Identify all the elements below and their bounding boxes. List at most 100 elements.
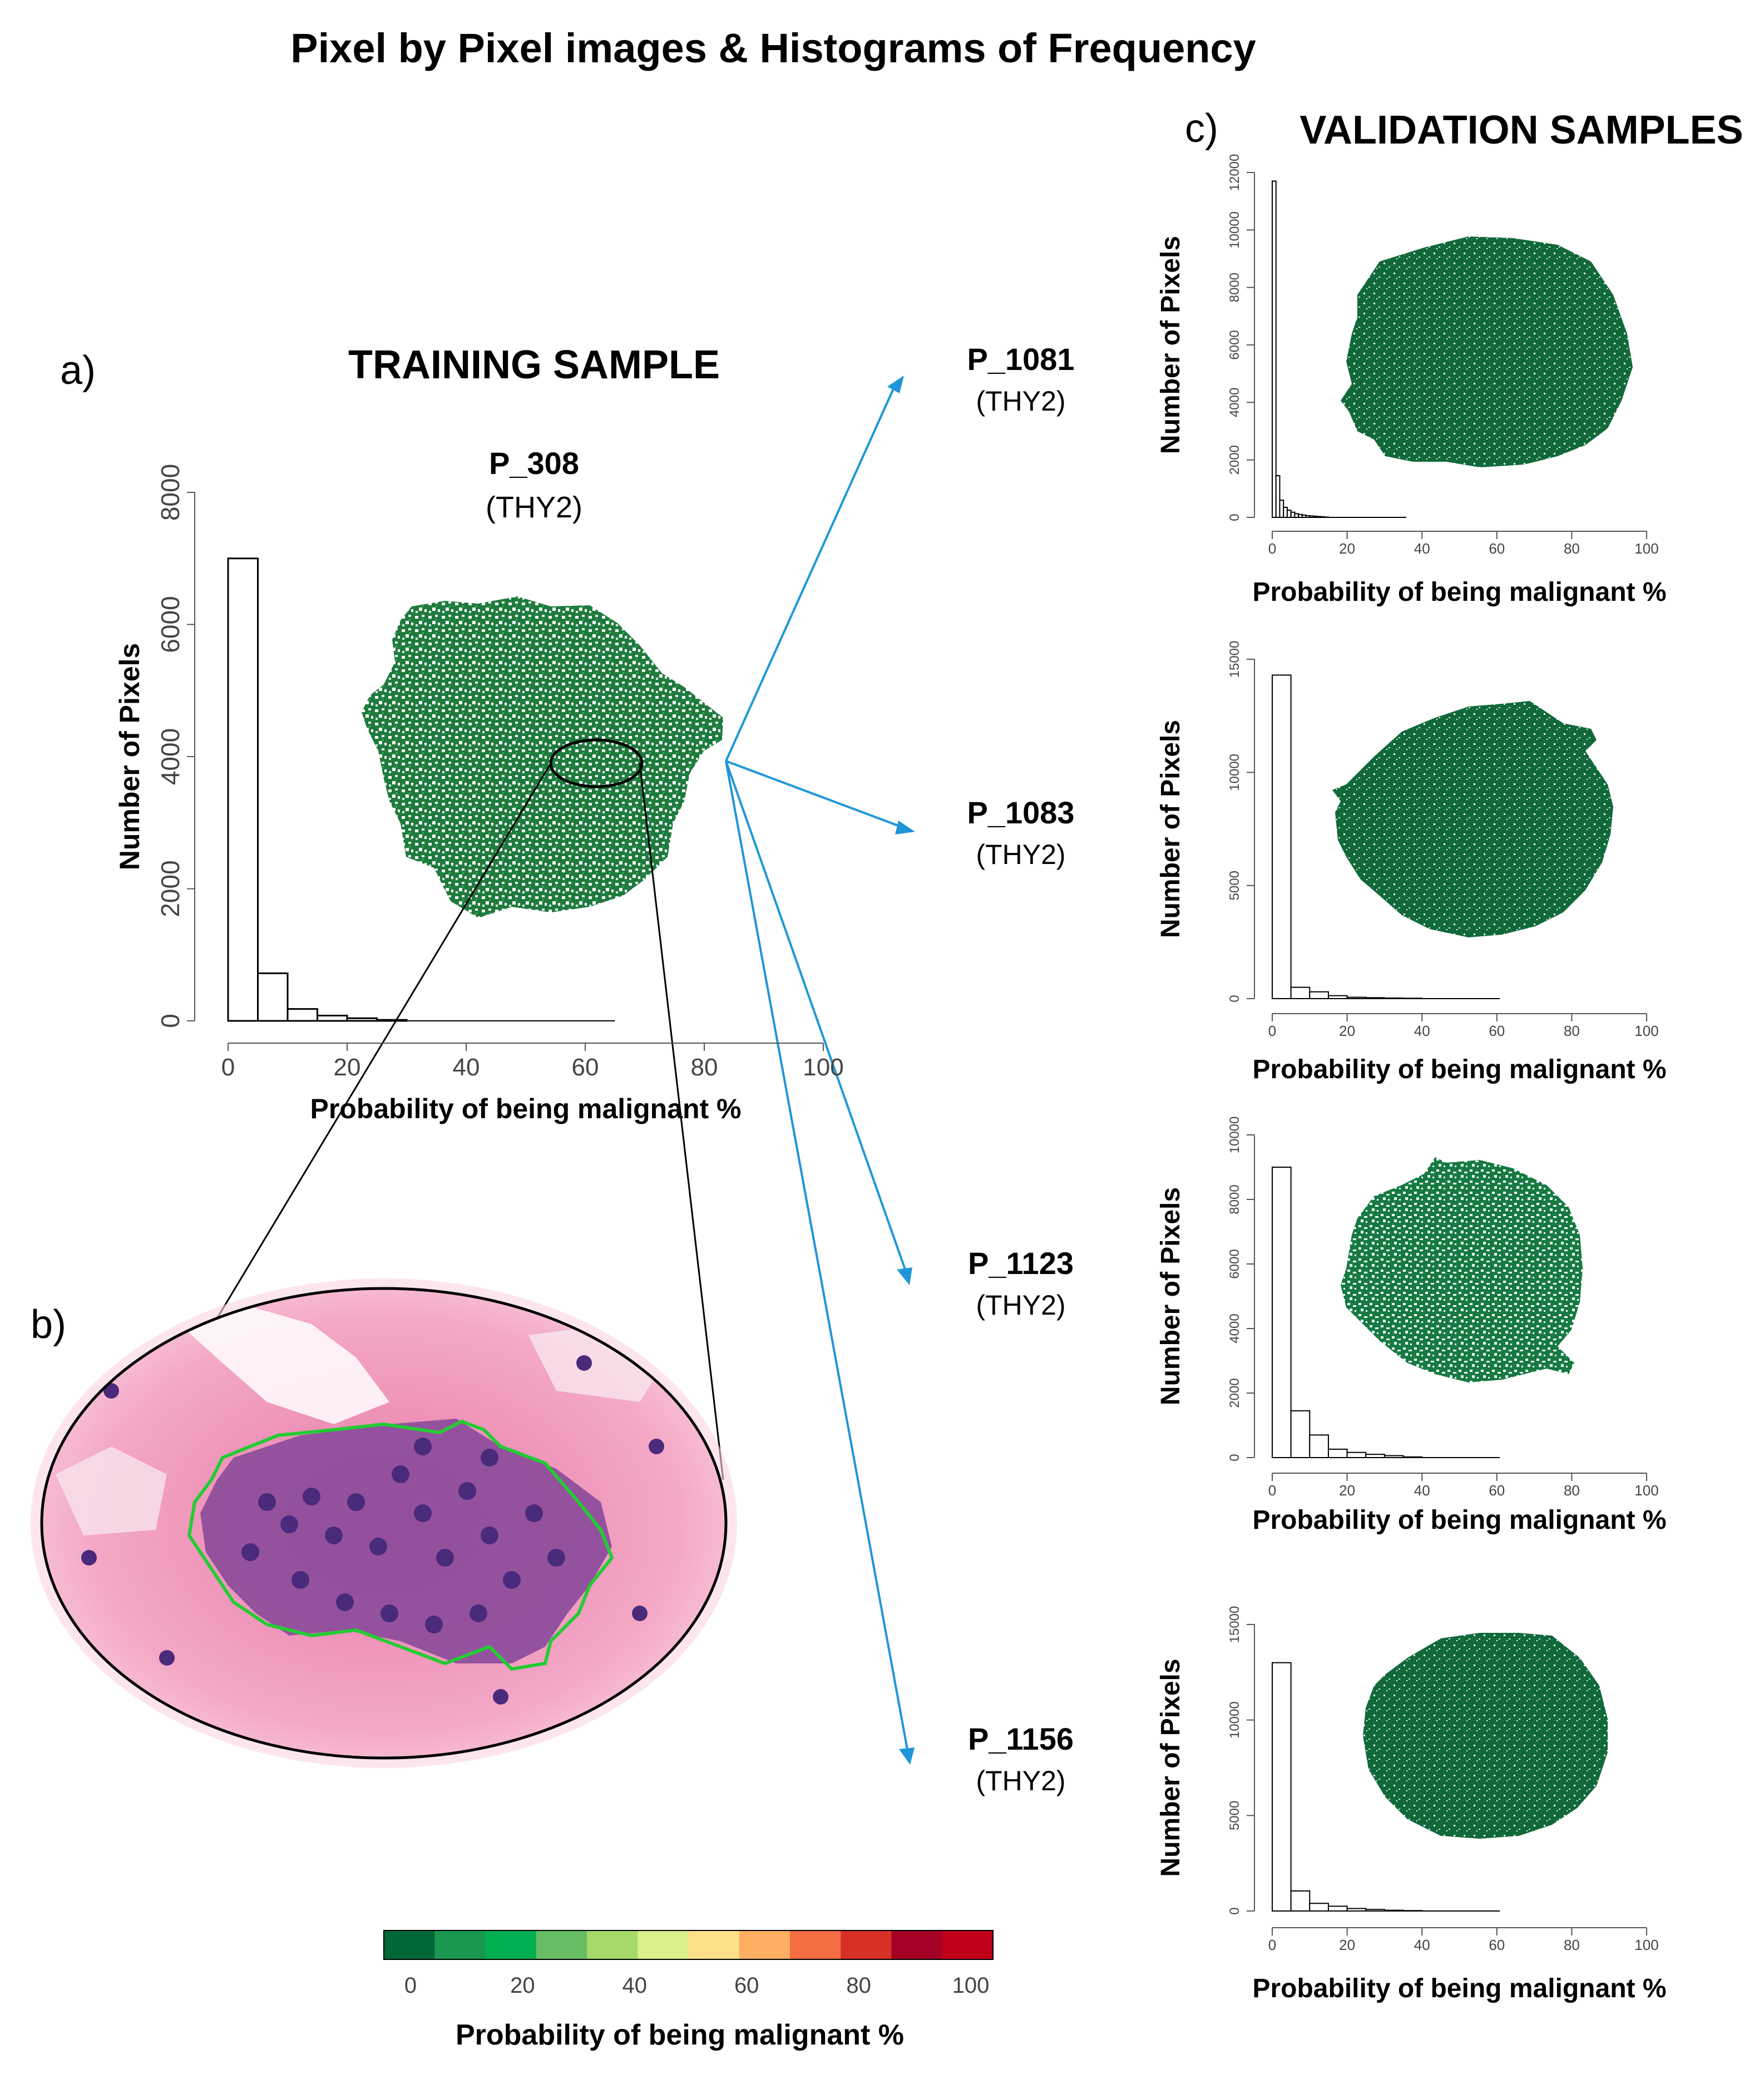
x-tick-label: 40: [1414, 1023, 1430, 1039]
panel-label-c: c): [1185, 106, 1218, 151]
pixel-map-validation-2: [1341, 1157, 1583, 1382]
colorbar-swatch: [688, 1930, 740, 1959]
validation-sample-class-3: (THY2): [976, 1765, 1065, 1796]
y-tick-label: 12000: [1227, 154, 1242, 191]
x-tick-label: 20: [1339, 540, 1355, 557]
x-tick-label: 80: [1564, 1482, 1580, 1499]
y-tick-label: 6000: [1227, 330, 1242, 359]
colorbar-label: Probability of being malignant %: [456, 2019, 904, 2051]
panel-label-a: a): [60, 348, 96, 393]
histogram-bar: [1272, 180, 1277, 518]
colorbar-tick-label: 80: [846, 1973, 871, 1998]
validation-sample-id-2: P_1123: [968, 1246, 1074, 1281]
y-tick-label: 0: [1227, 1454, 1242, 1461]
histogram-bar: [1272, 1662, 1292, 1912]
zoom-connector-left: [216, 763, 552, 1319]
x-axis-label: Probability of being malignant %: [310, 1093, 741, 1124]
y-axis-label: Number of Pixels: [1156, 1187, 1185, 1405]
x-axis-label: Probability of being malignant %: [1252, 1505, 1666, 1535]
histogram-bar: [1290, 986, 1311, 999]
cytology-image: [31, 1278, 737, 1768]
x-tick-label: 60: [1489, 1937, 1505, 1953]
x-tick-label: 0: [1268, 1482, 1276, 1499]
colorbar-tick-label: 60: [734, 1973, 759, 1998]
y-tick-label: 4000: [1227, 1313, 1242, 1343]
x-tick-label: 0: [221, 1054, 235, 1081]
x-tick-label: 100: [1634, 1482, 1658, 1499]
x-tick-label: 20: [1339, 1023, 1355, 1039]
validation-sample-class-1: (THY2): [976, 839, 1065, 870]
x-tick-label: 80: [1564, 1937, 1580, 1953]
y-tick-label: 6000: [1227, 1249, 1242, 1278]
pixel-map-validation-1: [1332, 701, 1613, 937]
y-axis-label: Number of Pixels: [114, 643, 145, 870]
y-tick-label: 0: [156, 1014, 185, 1028]
colorbar-tick-label: 0: [404, 1973, 417, 1998]
x-tick-label: 20: [334, 1054, 361, 1081]
y-axis-label: Number of Pixels: [1156, 720, 1185, 938]
validation-sample-class-0: (THY2): [976, 386, 1065, 417]
histogram-bar: [1279, 500, 1284, 518]
figure-title: Pixel by Pixel images & Histograms of Fr…: [290, 25, 1256, 71]
colorbar-swatch: [384, 1930, 435, 1959]
x-axis-label: Probability of being malignant %: [1252, 1974, 1666, 2003]
histogram-bar: [1309, 1434, 1329, 1458]
colorbar-swatch: [841, 1930, 892, 1959]
x-tick-label: 20: [1339, 1482, 1355, 1499]
pixel-map-training: [362, 596, 723, 918]
x-tick-label: 80: [1564, 540, 1580, 557]
x-tick-label: 0: [1268, 1023, 1276, 1039]
y-tick-label: 6000: [156, 596, 185, 653]
validation-title: VALIDATION SAMPLES: [1299, 108, 1743, 152]
y-tick-label: 8000: [156, 464, 185, 521]
colorbar-tick-label: 100: [952, 1973, 990, 1998]
y-tick-label: 8000: [1227, 273, 1242, 302]
histogram-bar: [1309, 1903, 1329, 1912]
histogram-bar: [1286, 510, 1292, 518]
histogram-bar: [1272, 1167, 1292, 1458]
y-tick-label: 0: [1227, 995, 1242, 1002]
validation-sample-labels: P_1081 (THY2) P_1083 (THY2) P_1123 (THY2…: [967, 342, 1074, 1796]
y-tick-label: 8000: [1227, 1184, 1242, 1214]
y-tick-label: 15000: [1227, 641, 1242, 678]
x-tick-label: 40: [453, 1054, 480, 1081]
y-tick-label: 0: [1227, 1907, 1242, 1914]
training-title: TRAINING SAMPLE: [348, 343, 720, 387]
x-tick-label: 60: [1489, 540, 1505, 557]
validation-sample-id-3: P_1156: [968, 1721, 1074, 1756]
histogram-bar: [1309, 991, 1329, 1000]
colorbar-swatch: [891, 1930, 943, 1959]
histogram-bar: [257, 972, 289, 1022]
y-tick-label: 10000: [1227, 754, 1242, 791]
histogram-bar: [1327, 1448, 1348, 1458]
x-tick-label: 20: [1339, 1937, 1355, 1953]
x-tick-label: 100: [803, 1054, 843, 1081]
y-tick-label: 15000: [1227, 1606, 1242, 1643]
validation-sample-class-2: (THY2): [976, 1290, 1065, 1321]
y-tick-label: 4000: [156, 728, 185, 785]
histogram-bar: [286, 1008, 318, 1022]
x-axis-label: Probability of being malignant %: [1252, 1055, 1666, 1084]
histogram-bar: [1290, 511, 1296, 518]
arrow-heads: [887, 376, 915, 1765]
colorbar-frame: [383, 1930, 994, 1960]
y-tick-label: 10000: [1227, 1701, 1242, 1739]
y-tick-label: 5000: [1227, 871, 1242, 900]
histogram-bar: [1272, 674, 1292, 999]
x-tick-label: 60: [1489, 1023, 1505, 1039]
x-axis-label: Probability of being malignant %: [1252, 577, 1666, 607]
y-tick-label: 2000: [1227, 1378, 1242, 1408]
colorbar-swatch: [942, 1930, 994, 1959]
y-tick-label: 4000: [1227, 388, 1242, 417]
panel-label-b: b): [31, 1302, 66, 1347]
y-tick-label: 0: [1227, 513, 1242, 521]
y-tick-label: 2000: [156, 860, 185, 917]
x-tick-label: 80: [1564, 1023, 1580, 1039]
colorbar-swatch: [790, 1930, 841, 1959]
x-tick-label: 100: [1634, 1023, 1658, 1039]
